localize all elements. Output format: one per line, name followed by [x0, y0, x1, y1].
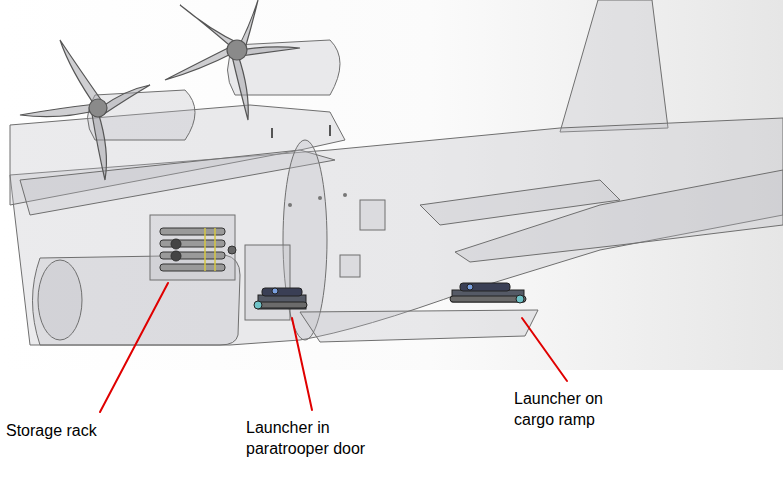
launcher-tube	[262, 288, 302, 296]
pod-end	[38, 260, 82, 340]
storage-rack	[150, 215, 235, 280]
callout-label: Launcher in paratrooper door	[246, 417, 386, 459]
callout-label: Launcher on cargo ramp	[514, 388, 626, 430]
porthole	[343, 193, 347, 197]
background	[0, 0, 783, 370]
leader-line	[522, 318, 567, 381]
launcher-tube	[255, 302, 307, 308]
launcher-tube	[460, 283, 510, 291]
launcher-sensor	[272, 288, 278, 294]
porthole	[288, 203, 292, 207]
leader-line	[292, 318, 312, 410]
tail-fin	[560, 0, 668, 132]
callout-label: Storage rack	[6, 420, 97, 441]
stabilizer-front	[420, 180, 620, 225]
antenna	[271, 128, 273, 138]
propeller-blade	[165, 46, 235, 80]
propeller-blade	[232, 55, 248, 120]
window	[340, 255, 360, 277]
missile-band	[204, 228, 206, 271]
propeller-hub	[227, 40, 247, 60]
cargo-ramp	[300, 310, 538, 342]
missile-band	[214, 228, 216, 271]
launcher-sensor	[254, 301, 262, 309]
propeller-blade	[100, 85, 150, 114]
propeller-blade	[20, 104, 98, 117]
tube-end	[228, 246, 236, 254]
propeller-blade	[240, 47, 300, 56]
propeller-blade	[92, 112, 106, 180]
tube-end	[171, 239, 181, 249]
launcher-tube	[450, 296, 526, 302]
launcher-sensor	[516, 295, 524, 303]
porthole	[318, 196, 322, 200]
window	[360, 200, 385, 230]
propeller-hub	[89, 99, 107, 117]
tube-end	[171, 251, 181, 261]
leader-line	[100, 283, 168, 412]
sponson-pod	[33, 255, 241, 345]
launcher-sensor	[467, 284, 473, 290]
antenna	[329, 125, 331, 136]
